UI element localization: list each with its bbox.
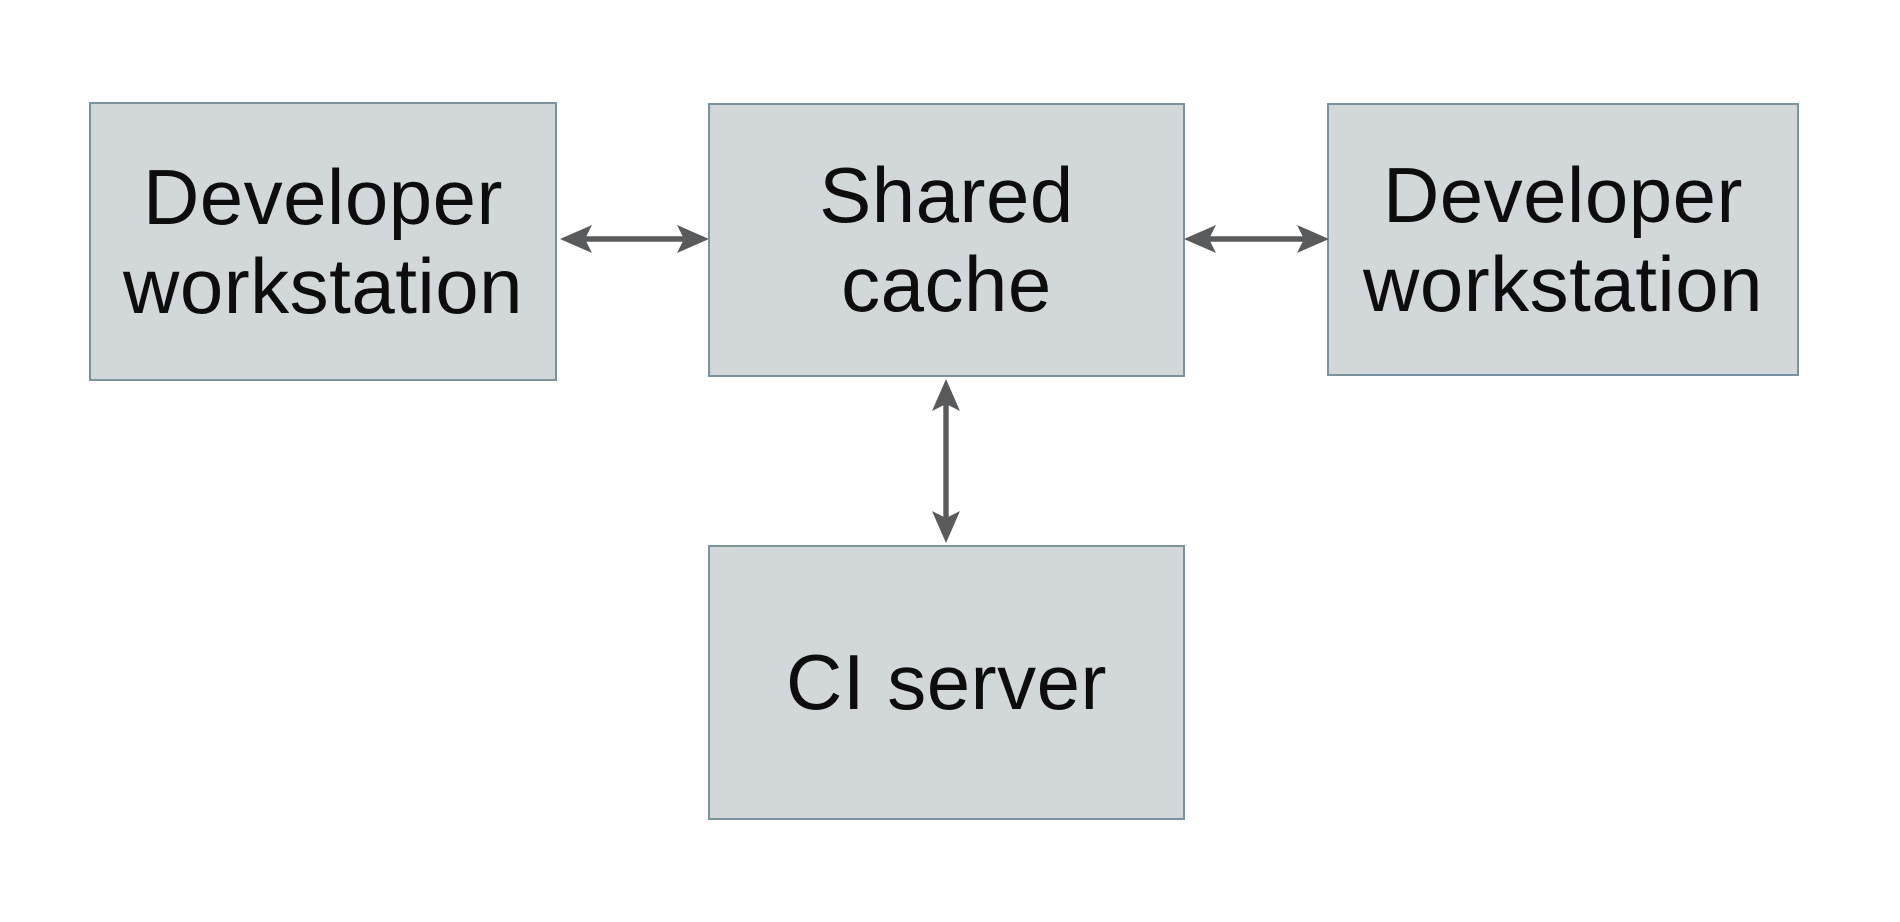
edge-shared-cache-to-ci-server <box>932 379 960 543</box>
arrowhead-up-icon <box>932 379 960 411</box>
arrowhead-right-icon <box>677 225 709 253</box>
arrowhead-left-icon <box>1184 225 1216 253</box>
node-label: Shared cache <box>819 151 1074 328</box>
node-developer-workstation-right: Developer workstation <box>1327 103 1799 376</box>
node-label: CI server <box>786 638 1107 727</box>
arrowhead-down-icon <box>932 511 960 543</box>
node-shared-cache: Shared cache <box>708 103 1185 377</box>
arrowhead-left-icon <box>560 225 592 253</box>
node-ci-server: CI server <box>708 545 1185 820</box>
arrowhead-right-icon <box>1297 225 1329 253</box>
node-developer-workstation-left: Developer workstation <box>89 102 557 381</box>
edge-shared-cache-to-right-workstation <box>1184 225 1329 253</box>
node-label: Developer workstation <box>123 152 523 330</box>
node-label: Developer workstation <box>1363 150 1763 328</box>
edge-left-workstation-to-shared-cache <box>560 225 709 253</box>
